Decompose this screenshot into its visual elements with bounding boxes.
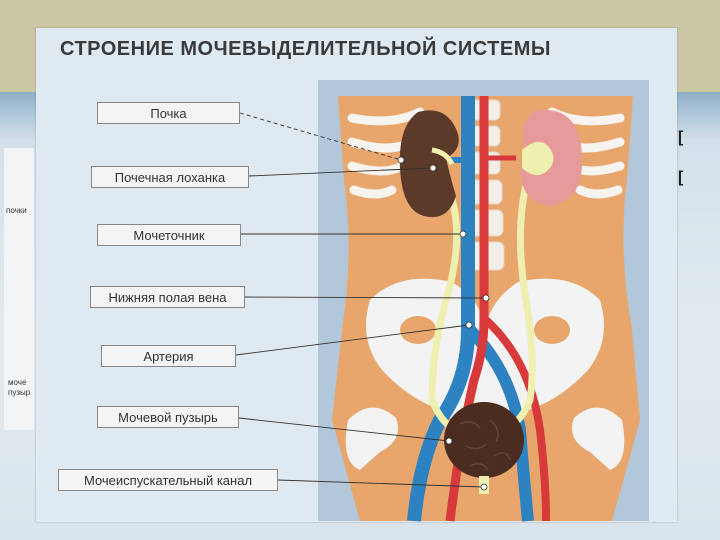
- dot-vena-cava: [483, 295, 489, 301]
- urinary-bladder: [444, 402, 524, 478]
- dot-artery: [466, 322, 472, 328]
- dot-kidney: [398, 157, 404, 163]
- dot-bladder: [446, 438, 452, 444]
- label-kidney: Почка: [97, 102, 240, 124]
- dot-urethra: [481, 484, 487, 490]
- pelvis-opening-right: [534, 316, 570, 344]
- label-artery: Артерия: [101, 345, 236, 367]
- label-urethra: Мочеиспускательный канал: [58, 469, 278, 491]
- dot-ureter: [460, 231, 466, 237]
- label-bladder: Мочевой пузырь: [97, 406, 239, 428]
- label-ureter: Мочеточник: [97, 224, 241, 246]
- label-renal-pelvis: Почечная лоханка: [91, 166, 249, 188]
- dot-renal-pelvis: [430, 165, 436, 171]
- label-vena-cava: Нижняя полая вена: [90, 286, 245, 308]
